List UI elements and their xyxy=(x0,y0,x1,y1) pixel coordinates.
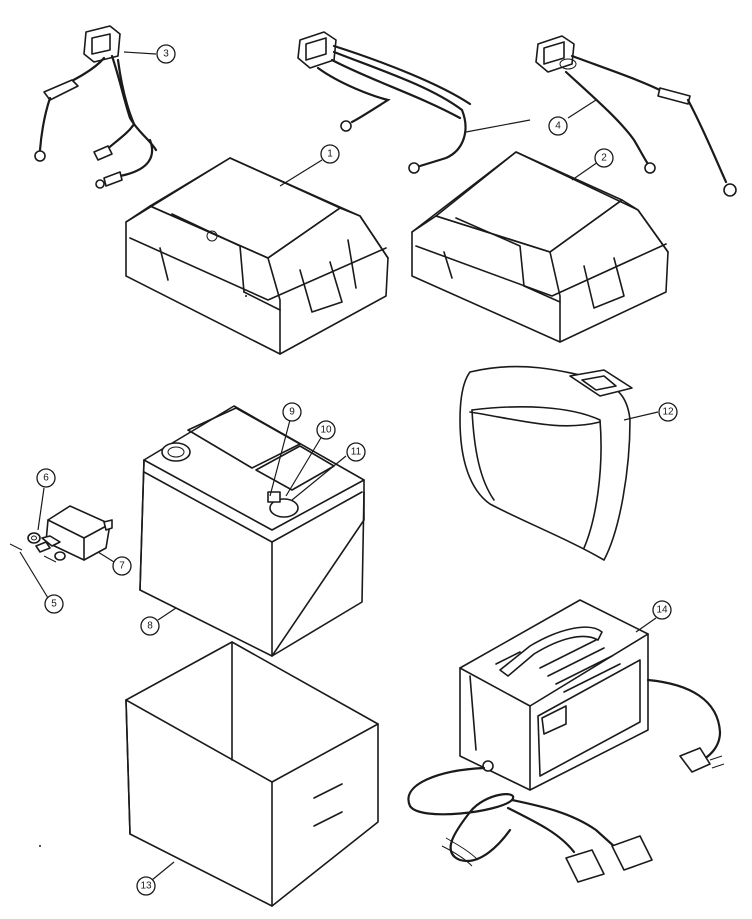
battery xyxy=(139,405,365,657)
callout-label: 3 xyxy=(163,49,169,60)
callout-label: 13 xyxy=(140,881,152,892)
callout-14: 14 xyxy=(652,600,672,620)
callout-label: 12 xyxy=(662,407,674,418)
callout-label: 1 xyxy=(327,149,333,160)
callout-label: 9 xyxy=(289,407,295,418)
stray-mark xyxy=(39,845,41,847)
battery-cover-right xyxy=(411,151,669,343)
callout-12: 12 xyxy=(658,402,678,422)
callout-label: 8 xyxy=(147,621,153,632)
callout-label: 7 xyxy=(119,561,125,572)
callout-3: 3 xyxy=(156,44,176,64)
battery-cover-left xyxy=(125,157,389,355)
callout-13: 13 xyxy=(136,876,156,896)
battery-charger xyxy=(407,599,725,883)
battery-box xyxy=(125,641,379,907)
battery-strap xyxy=(459,365,659,561)
callout-label: 5 xyxy=(51,599,57,610)
callout-5: 5 xyxy=(44,594,64,614)
callout-7: 7 xyxy=(112,556,132,576)
callout-8: 8 xyxy=(140,616,160,636)
callout-label: 2 xyxy=(601,153,607,164)
callout-label: 6 xyxy=(43,473,49,484)
wire-harness-middle xyxy=(297,31,531,174)
callout-1: 1 xyxy=(320,144,340,164)
callout-6: 6 xyxy=(36,468,56,488)
wire-harness-left xyxy=(34,25,158,189)
callout-label: 4 xyxy=(555,121,561,132)
callout-11: 11 xyxy=(346,442,366,462)
callout-label: 14 xyxy=(656,605,668,616)
stray-mark xyxy=(245,295,247,297)
callout-2: 2 xyxy=(594,148,614,168)
wire-harness-right xyxy=(535,35,737,197)
callout-10: 10 xyxy=(316,420,336,440)
callout-label: 10 xyxy=(320,425,332,436)
circuit-breaker xyxy=(9,487,115,599)
callout-9: 9 xyxy=(282,402,302,422)
callout-4: 4 xyxy=(548,116,568,136)
callout-label: 11 xyxy=(351,447,362,458)
